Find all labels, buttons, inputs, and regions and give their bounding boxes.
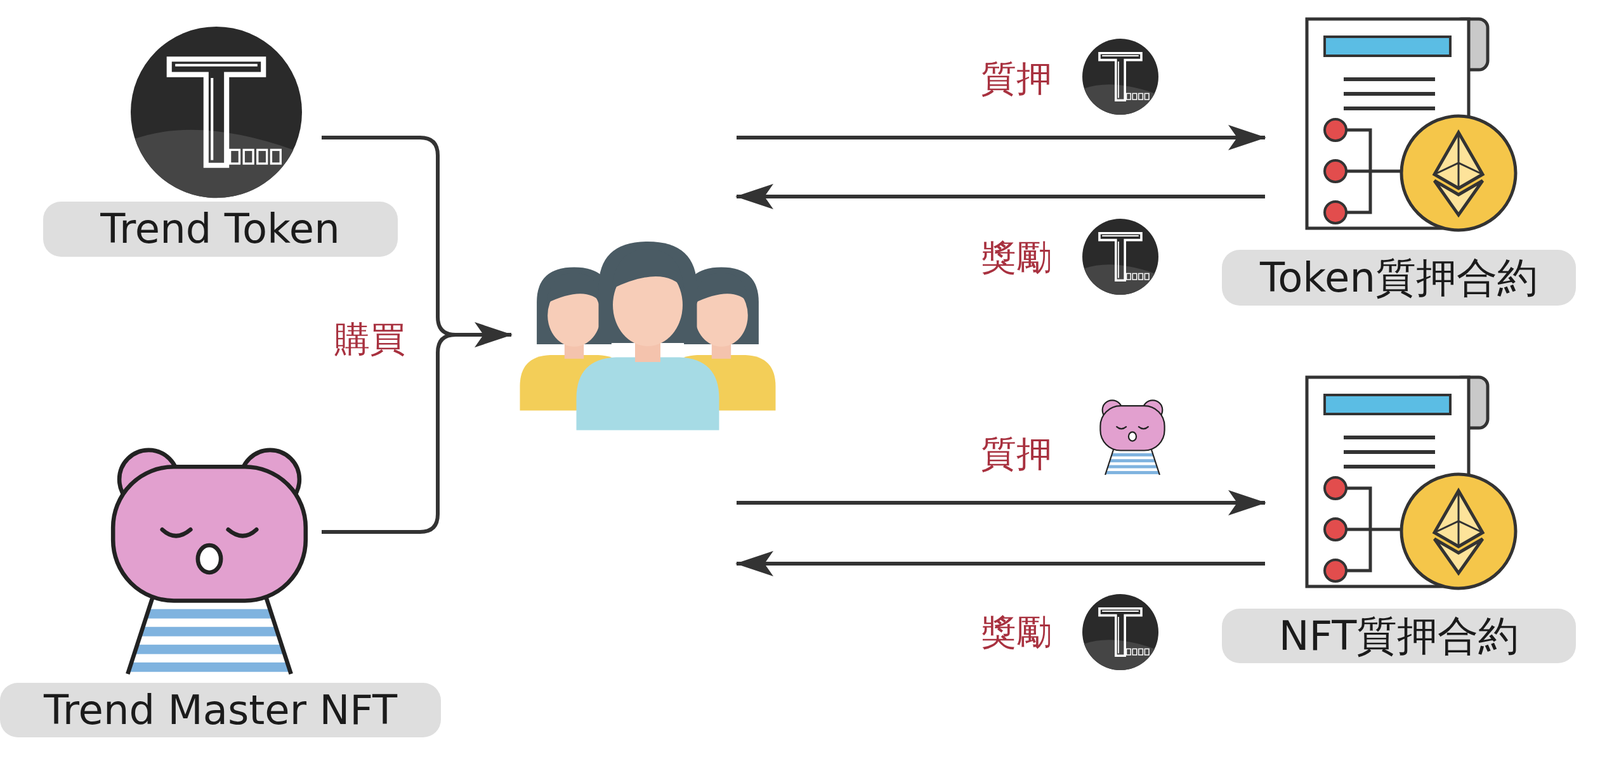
contract-text-line — [1343, 106, 1436, 111]
logo-t-inner — [1101, 611, 1139, 655]
contract-node-dot — [1324, 119, 1347, 141]
logo-t-inner — [1101, 55, 1139, 99]
contract-node-dot — [1324, 201, 1347, 224]
stake-arrow — [736, 501, 1266, 505]
bear-stripe — [1097, 471, 1168, 475]
logo-letter-mark — [243, 149, 254, 164]
bear-stripe — [1097, 453, 1168, 457]
logo-disc — [1082, 218, 1159, 296]
bear-head — [1100, 406, 1165, 451]
flow-label: 質押 — [980, 434, 1052, 474]
smart-contract-icon — [1306, 19, 1516, 231]
smart-contract-icon — [1306, 377, 1516, 589]
logo-t — [169, 59, 264, 165]
merge-bracket — [321, 137, 456, 533]
bear-eyes — [162, 529, 257, 537]
contract-text-line — [1343, 435, 1436, 440]
logo-letter-mark — [1132, 93, 1137, 100]
logo-t — [1099, 53, 1142, 101]
logo-t — [1099, 233, 1142, 281]
reward-arrow — [736, 194, 1266, 199]
logo-letter-mark — [1126, 649, 1132, 656]
logo-disc — [1082, 38, 1159, 115]
contract-wire — [1344, 130, 1404, 213]
bear-nft — [1097, 400, 1168, 476]
logo-t-inner — [175, 65, 258, 161]
logo-letter-mark — [1138, 273, 1144, 280]
trend-logo — [130, 26, 302, 198]
bear-mouth — [1128, 432, 1137, 441]
contract-node-dot — [1324, 160, 1347, 183]
person-fringe — [546, 273, 602, 304]
logo-letter-mark — [1138, 649, 1144, 656]
logo-t — [1099, 609, 1142, 656]
bear-mouth — [197, 545, 221, 573]
contract-wire — [1344, 488, 1404, 571]
logo-letter-mark — [230, 149, 240, 164]
logo-letter-mark — [1126, 93, 1132, 100]
flow-label: 獎勵 — [980, 612, 1052, 653]
ethereum-coin — [1401, 474, 1516, 589]
logo-letter-mark — [270, 149, 281, 164]
pill-text: Trend Master NFT — [43, 688, 398, 733]
ethereum-coin — [1401, 116, 1516, 231]
label-pill: NFT質押合約 — [1221, 609, 1576, 664]
bear-stripe — [104, 662, 315, 673]
bear-stripe — [104, 627, 315, 637]
pill-text: Trend Token — [100, 206, 341, 252]
bear-eyes — [1116, 426, 1149, 429]
bear-nft — [104, 450, 315, 675]
label-pill: Trend Token — [43, 201, 398, 257]
contract-text-line — [1343, 91, 1436, 96]
bear-stripe — [104, 609, 315, 620]
person — [576, 241, 720, 431]
logo-letter-mark — [1132, 273, 1137, 280]
bear-stripe — [1097, 459, 1168, 463]
contract-header — [1324, 395, 1451, 415]
trend-logo — [1082, 594, 1159, 671]
contract-node-dot — [1324, 560, 1347, 582]
logo-t-inner — [1101, 236, 1139, 279]
label-pill: Trend Master NFT — [0, 683, 441, 738]
contract-text-line — [1343, 465, 1436, 469]
stake-arrow — [736, 135, 1266, 140]
trend-logo — [1082, 218, 1159, 296]
contract-node-dot — [1324, 477, 1347, 500]
pill-text: NFT質押合約 — [1278, 614, 1520, 659]
logo-disc — [1082, 594, 1159, 671]
logo-letter-mark — [1126, 273, 1132, 280]
reward-arrow — [736, 562, 1266, 566]
contract-header — [1324, 36, 1451, 56]
logo-letter-mark — [1132, 649, 1137, 656]
contract-text-line — [1343, 450, 1436, 455]
bear-head — [112, 466, 306, 601]
contract-text-line — [1343, 77, 1436, 82]
pill-text: Token質押合約 — [1259, 255, 1538, 301]
logo-letter-mark — [1144, 93, 1149, 100]
logo-letter-mark — [1144, 273, 1149, 280]
person-body — [576, 357, 720, 431]
flow-label: 購買 — [334, 319, 406, 360]
label-pill: Token質押合約 — [1221, 249, 1576, 306]
contract-node-dot — [1324, 518, 1347, 541]
flow-label: 質押 — [980, 59, 1052, 99]
person-fringe — [693, 273, 749, 304]
logo-disc — [130, 26, 302, 198]
flow-label: 獎勵 — [980, 237, 1052, 278]
logo-letter-mark — [1138, 93, 1144, 100]
person-fringe — [611, 249, 685, 290]
logo-letter-mark — [1144, 649, 1149, 656]
purchase-arrow — [451, 333, 512, 337]
trend-logo — [1082, 38, 1159, 115]
logo-letter-mark — [257, 149, 268, 164]
